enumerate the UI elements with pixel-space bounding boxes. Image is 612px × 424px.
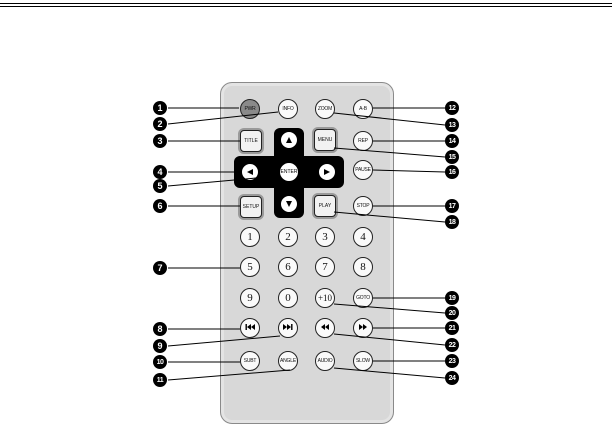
subtitle-button[interactable]: SUBT xyxy=(240,351,260,371)
digit-2-button[interactable]: 2 xyxy=(278,227,298,247)
callout-16: 16 xyxy=(445,165,459,179)
callout-4: 4 xyxy=(153,165,167,179)
pause-button[interactable]: PAUSE xyxy=(353,160,373,180)
callout-13: 13 xyxy=(445,118,459,132)
callout-14: 14 xyxy=(445,134,459,148)
header-rule-top xyxy=(0,3,612,4)
title-button[interactable]: TITLE xyxy=(240,130,262,152)
callout-line-13 xyxy=(333,112,446,126)
goto-button[interactable]: GOTO xyxy=(353,288,373,308)
play-button[interactable]: PLAY xyxy=(314,195,336,217)
skip-previous-icon xyxy=(245,323,255,333)
digit-6-button[interactable]: 6 xyxy=(278,257,298,277)
dpad-left-button[interactable] xyxy=(241,163,259,181)
enter-button[interactable]: ENTER xyxy=(279,162,299,182)
header-rule-bottom xyxy=(0,6,612,7)
digit-7-button[interactable]: 7 xyxy=(315,257,335,277)
digit-1-button[interactable]: 1 xyxy=(240,227,260,247)
callout-11: 11 xyxy=(153,373,167,387)
menu-button[interactable]: MENU xyxy=(314,129,336,151)
plus10-button[interactable]: +10 xyxy=(315,288,335,308)
arrow-down-icon xyxy=(284,195,294,213)
callout-2: 2 xyxy=(153,117,167,131)
callout-line-18 xyxy=(333,211,446,223)
callout-line-9 xyxy=(167,335,281,347)
digit-0-button[interactable]: 0 xyxy=(278,288,298,308)
callout-20: 20 xyxy=(445,306,459,320)
callout-9: 9 xyxy=(153,339,167,353)
callout-3: 3 xyxy=(153,134,167,148)
digit-8-button[interactable]: 8 xyxy=(353,257,373,277)
callout-line-22 xyxy=(333,333,446,346)
callout-8: 8 xyxy=(153,322,167,336)
callout-line-2 xyxy=(167,111,279,125)
callout-18: 18 xyxy=(445,215,459,229)
callout-10: 10 xyxy=(153,355,167,369)
callout-21: 21 xyxy=(445,321,459,335)
fast-forward-icon xyxy=(358,323,368,333)
dpad-down-button[interactable] xyxy=(280,195,298,213)
dpad-right-button[interactable] xyxy=(318,163,336,181)
previous-button[interactable] xyxy=(240,318,260,338)
next-button[interactable] xyxy=(278,318,298,338)
callout-12: 12 xyxy=(445,101,459,115)
digit-4-button[interactable]: 4 xyxy=(353,227,373,247)
audio-button[interactable]: AUDIO xyxy=(315,351,335,371)
digit-9-button[interactable]: 9 xyxy=(240,288,260,308)
callout-line-24 xyxy=(333,367,446,379)
setup-button[interactable]: SETUP xyxy=(240,196,262,218)
callout-1: 1 xyxy=(153,101,167,115)
skip-next-icon xyxy=(283,323,293,333)
callout-line-16 xyxy=(372,169,446,173)
rewind-icon xyxy=(320,323,330,333)
callout-line-11 xyxy=(167,369,291,381)
callout-7: 7 xyxy=(153,261,167,275)
digit-3-button[interactable]: 3 xyxy=(315,227,335,247)
callout-line-15 xyxy=(333,147,446,158)
callout-5: 5 xyxy=(153,179,167,193)
callout-22: 22 xyxy=(445,338,459,352)
digit-5-button[interactable]: 5 xyxy=(240,257,260,277)
dpad-up-button[interactable] xyxy=(280,131,298,149)
fast-forward-button[interactable] xyxy=(353,318,373,338)
info-button[interactable]: INFO xyxy=(278,99,298,119)
callout-15: 15 xyxy=(445,150,459,164)
arrow-up-icon xyxy=(284,131,294,149)
callout-24: 24 xyxy=(445,371,459,385)
power-button[interactable]: PWR xyxy=(240,99,260,119)
callout-19: 19 xyxy=(445,291,459,305)
callout-23: 23 xyxy=(445,354,459,368)
stop-button[interactable]: STOP xyxy=(353,196,373,216)
rewind-button[interactable] xyxy=(315,318,335,338)
arrow-left-icon xyxy=(245,163,255,181)
arrow-right-icon xyxy=(322,163,332,181)
zoom-button[interactable]: ZOOM xyxy=(315,99,335,119)
callout-line-20 xyxy=(333,303,446,314)
angle-button[interactable]: ANGLE xyxy=(278,351,298,371)
a-b-button[interactable]: A-B xyxy=(353,99,373,119)
callout-17: 17 xyxy=(445,199,459,213)
callout-line-5 xyxy=(167,175,279,187)
callout-6: 6 xyxy=(153,199,167,213)
